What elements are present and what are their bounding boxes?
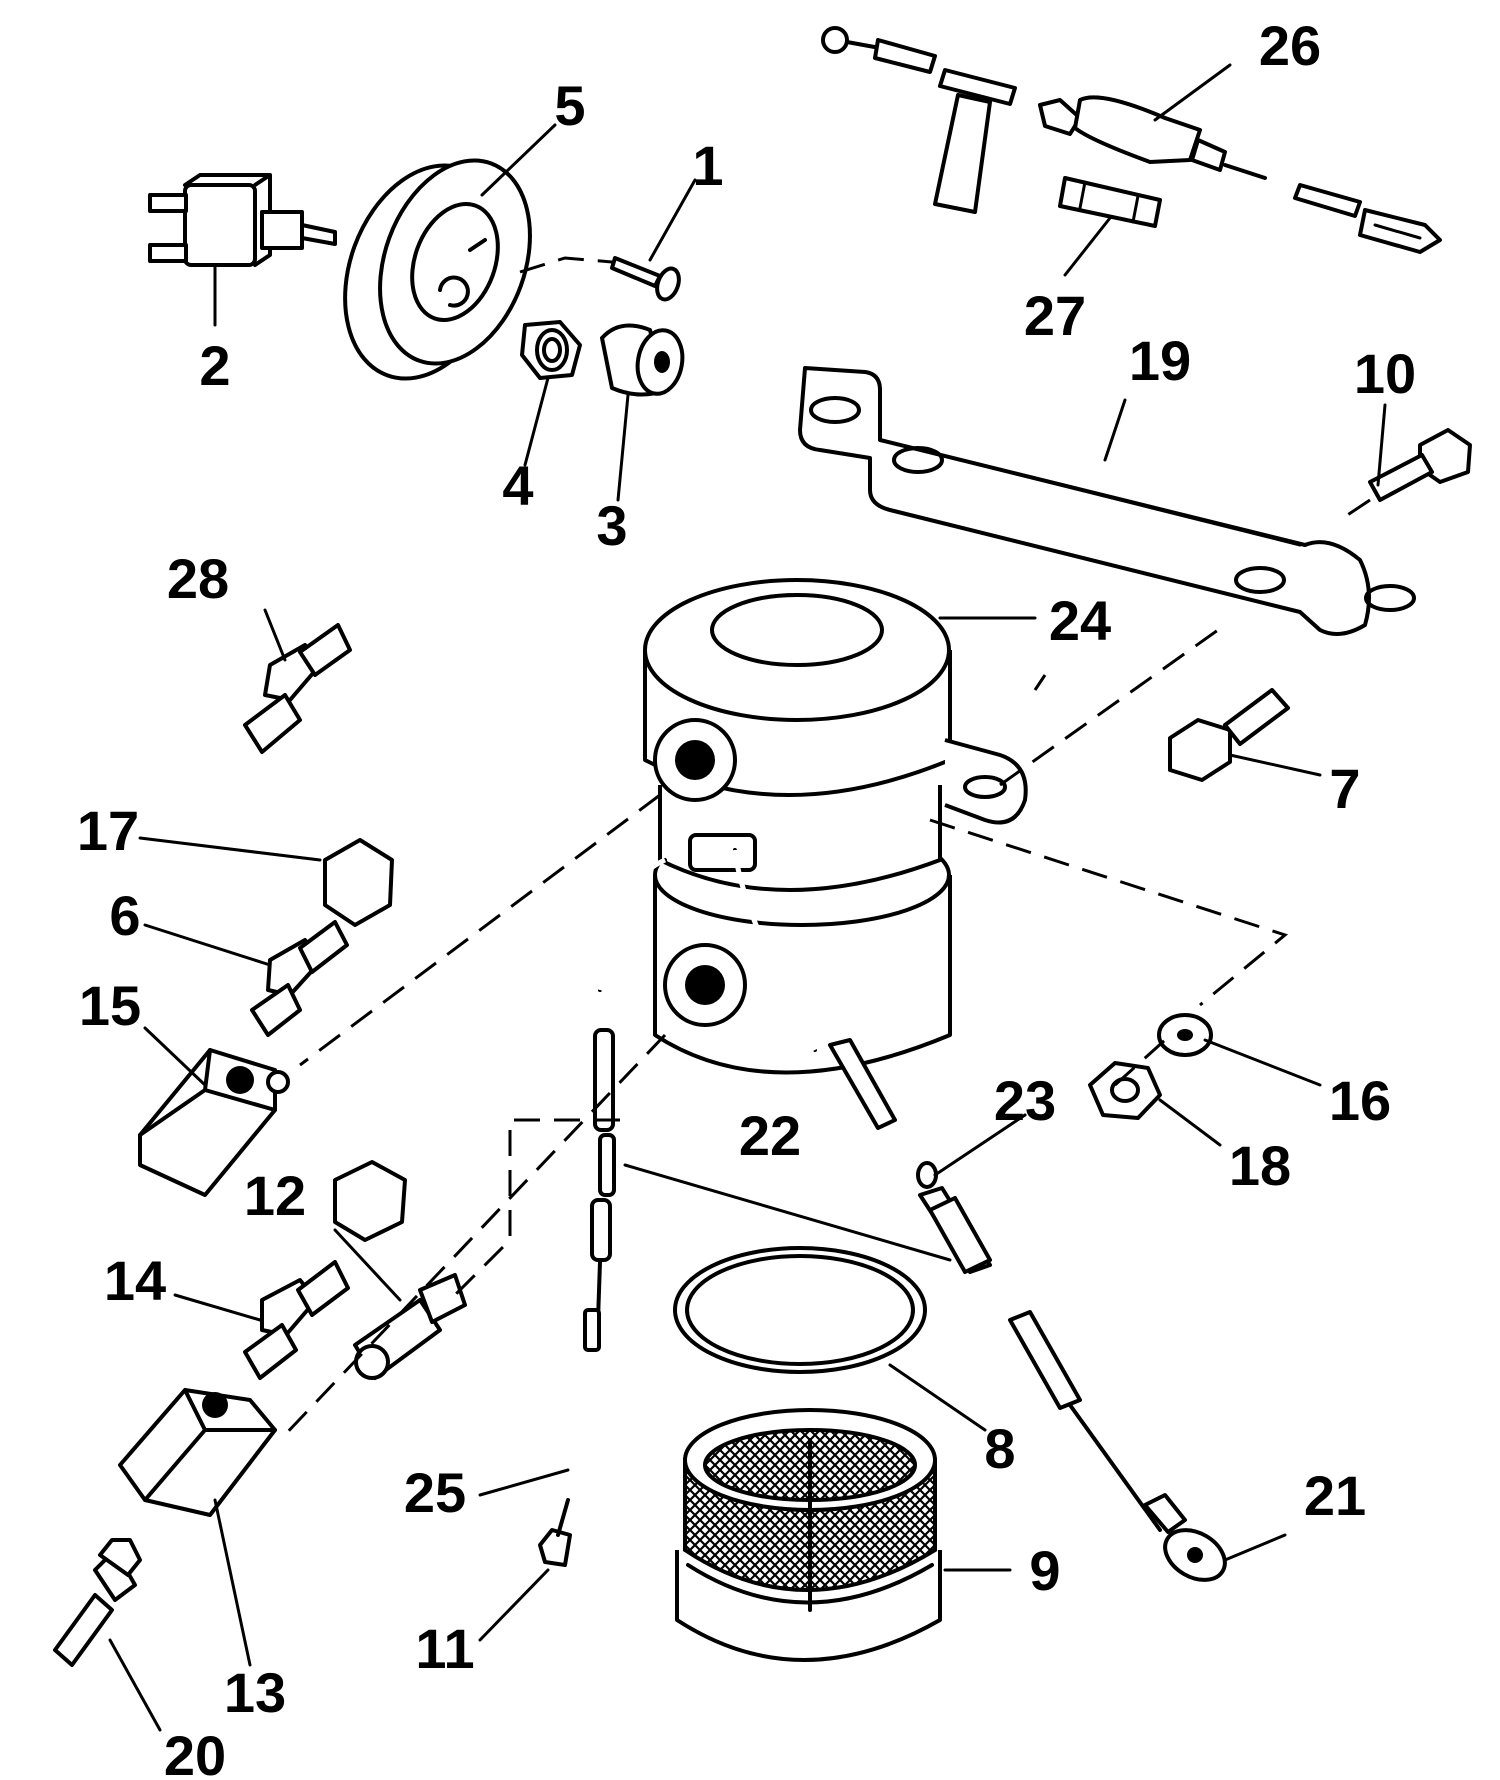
sleeve-part xyxy=(916,1161,992,1274)
label-4: 4 xyxy=(502,454,533,517)
dial-knob-part xyxy=(343,158,532,381)
label-18: 18 xyxy=(1229,1134,1291,1197)
mounting-bracket-part xyxy=(798,366,1416,636)
label-27: 27 xyxy=(1024,284,1086,347)
fuse-holder-part xyxy=(821,26,1442,254)
part-number-labels: 1 2 3 4 5 6 7 8 9 10 11 12 13 14 15 16 1… xyxy=(77,14,1416,1780)
hex-nut-18-part xyxy=(1088,1061,1162,1120)
fitting-14-part xyxy=(243,1260,350,1380)
fitting-12-part xyxy=(353,1273,467,1380)
label-20: 20 xyxy=(164,1724,226,1780)
o-ring-part xyxy=(673,1246,927,1374)
filter-screen-part xyxy=(675,1408,942,1662)
label-28: 28 xyxy=(167,547,229,610)
label-10: 10 xyxy=(1354,342,1416,405)
bolt-7-part xyxy=(1168,688,1290,782)
label-21: 21 xyxy=(1304,1464,1366,1527)
toggle-switch-part xyxy=(148,173,337,327)
label-8: 8 xyxy=(984,1417,1015,1480)
washer-part xyxy=(1157,1013,1213,1057)
label-16: 16 xyxy=(1329,1069,1391,1132)
label-9: 9 xyxy=(1029,1539,1060,1602)
label-5: 5 xyxy=(554,74,585,137)
label-19: 19 xyxy=(1129,329,1191,392)
fuel-line-part xyxy=(323,702,566,1242)
label-1: 1 xyxy=(692,134,723,197)
label-13: 13 xyxy=(224,1661,286,1724)
fitting-28-part xyxy=(243,623,352,754)
label-24: 24 xyxy=(1049,589,1111,652)
knob-cap-part xyxy=(600,323,685,397)
label-23: 23 xyxy=(994,1069,1056,1132)
fitting-6-part xyxy=(250,920,349,1037)
label-26: 26 xyxy=(1259,14,1321,77)
block-fitting-15-part xyxy=(138,1048,290,1197)
label-12: 12 xyxy=(244,1164,306,1227)
fuel-pump-body-part xyxy=(643,578,1028,1075)
barbed-fitting-part xyxy=(53,1538,142,1667)
label-2: 2 xyxy=(199,334,230,397)
label-25: 25 xyxy=(404,1461,466,1524)
fuse-part xyxy=(1058,176,1162,228)
label-7: 7 xyxy=(1329,757,1360,820)
callout-leaders xyxy=(108,63,1387,1732)
label-6: 6 xyxy=(109,884,140,947)
bolt-10-part xyxy=(1339,428,1472,522)
wire-lead-part xyxy=(538,857,667,1567)
label-11: 11 xyxy=(415,1617,474,1680)
hex-coupler-part xyxy=(118,1388,277,1517)
label-17: 17 xyxy=(77,799,139,862)
assembly-lines xyxy=(278,623,1289,1442)
label-3: 3 xyxy=(596,494,627,557)
nut-part xyxy=(520,320,582,380)
label-22: 22 xyxy=(739,1104,801,1167)
label-15: 15 xyxy=(79,974,141,1037)
label-14: 14 xyxy=(104,1249,166,1312)
screw-part xyxy=(519,256,681,302)
